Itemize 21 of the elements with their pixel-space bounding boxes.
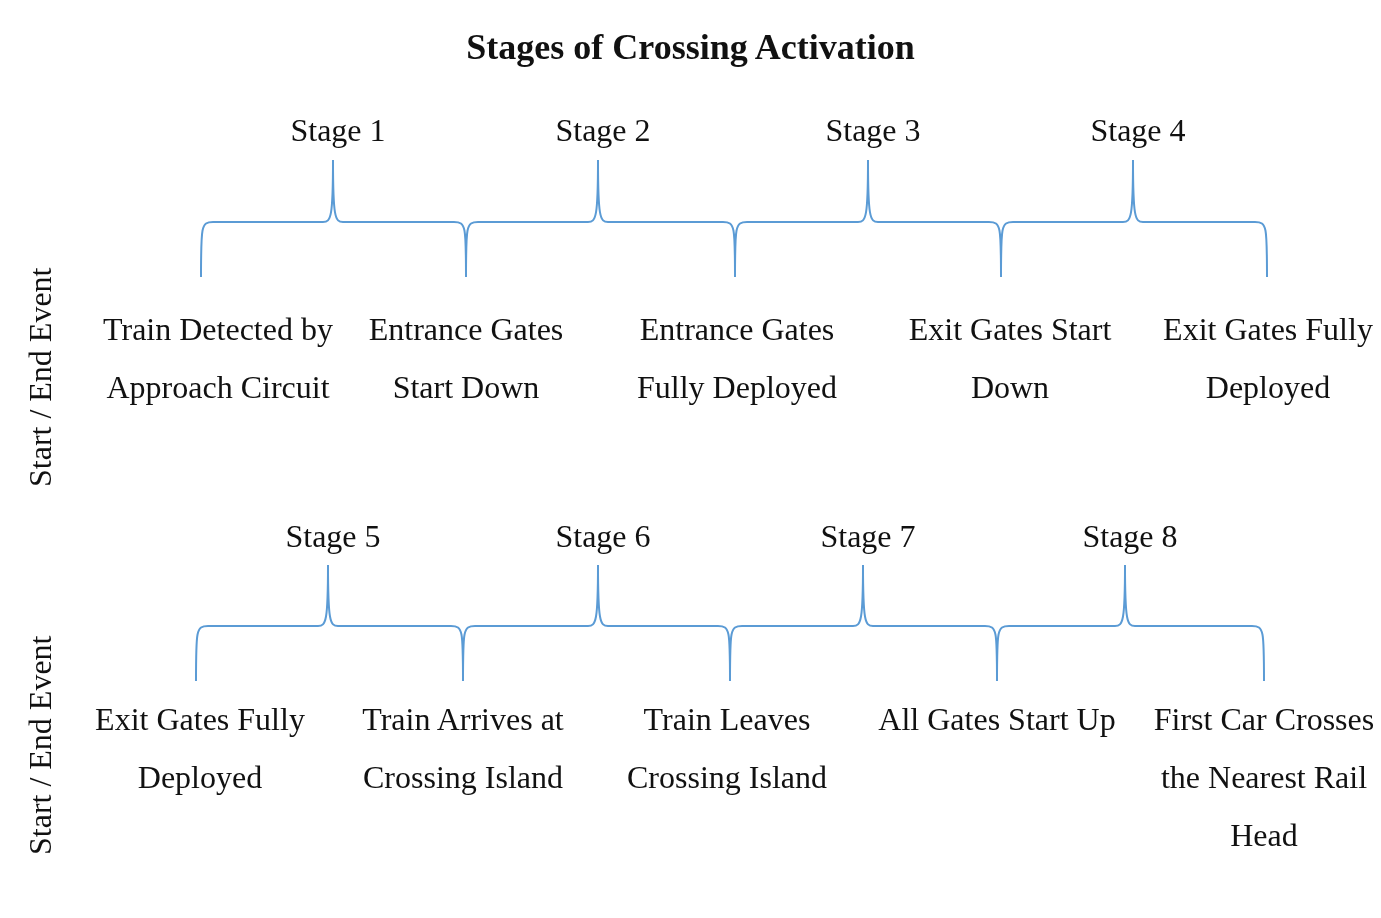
event-label: Exit Gates Start Down — [907, 310, 1113, 407]
stage-label: Stage 4 — [1089, 112, 1187, 149]
event-label: Entrance Gates Fully Deployed — [636, 310, 838, 407]
event-label: Entrance Gates Start Down — [367, 310, 565, 407]
row-label: Start / End Event — [22, 634, 59, 858]
event-label: Train Arrives at Crossing Island — [361, 700, 565, 797]
stage-label: Stage 6 — [554, 518, 652, 555]
row-label: Start / End Event — [22, 266, 59, 490]
diagram-title: Stages of Crossing Activation — [465, 26, 916, 68]
event-label: First Car Crosses the Nearest Rail Head — [1152, 700, 1376, 855]
stage-label: Stage 3 — [824, 112, 922, 149]
event-label: Train Detected by Approach Circuit — [102, 310, 334, 407]
stage-label: Stage 1 — [289, 112, 387, 149]
event-label: Train Leaves Crossing Island — [626, 700, 828, 797]
event-label: Exit Gates Fully Deployed — [94, 700, 306, 797]
stage-label: Stage 5 — [284, 518, 382, 555]
stage-label: Stage 8 — [1081, 518, 1179, 555]
event-label: Exit Gates Fully Deployed — [1162, 310, 1374, 407]
event-label: All Gates Start Up — [877, 700, 1117, 739]
stage-label: Stage 2 — [554, 112, 652, 149]
stage-label: Stage 7 — [819, 518, 917, 555]
